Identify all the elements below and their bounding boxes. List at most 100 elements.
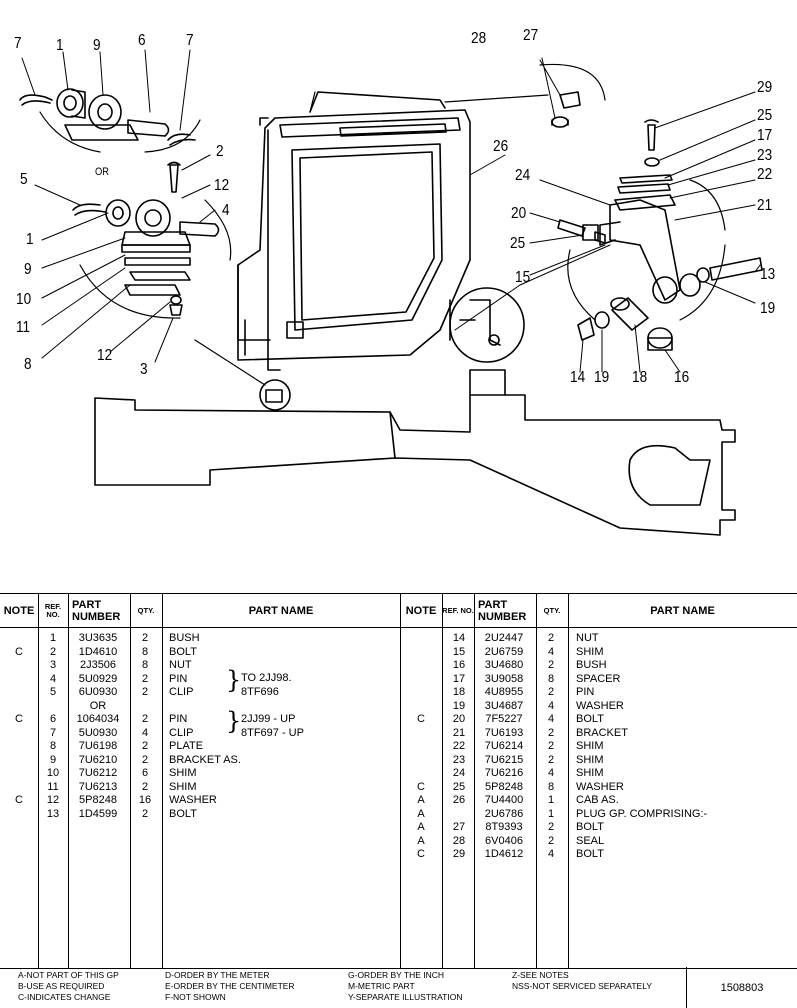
- left-row-7-note: [0, 727, 38, 741]
- callout-18: 18: [632, 369, 648, 386]
- callout-or: OR: [95, 166, 110, 178]
- right-row-6-qty: 4: [547, 713, 555, 725]
- chassis-outline: [94, 369, 736, 536]
- left-row-1-pn: 1D4610: [78, 645, 118, 658]
- right-row-10-qty: 4: [547, 767, 555, 779]
- right-row-11-name: WASHER: [576, 780, 624, 793]
- header-ref-left: REF. NO.: [44, 601, 62, 619]
- callout-9a: 9: [93, 37, 101, 54]
- left-row-6-qty: 2: [141, 713, 149, 725]
- right-row-14-note: A: [417, 821, 425, 833]
- callout-29: 29: [757, 79, 773, 96]
- right-row-13-name: PLUG GP. COMPRISING:-: [576, 807, 708, 820]
- right-row-9-ref: 23: [452, 753, 466, 766]
- right-row-14-ref: 27: [452, 821, 466, 833]
- left-row-7-pn: 5U0930: [78, 726, 118, 739]
- left-row-13-note: [0, 808, 38, 822]
- right-row-16-ref: 29: [452, 848, 466, 860]
- left-row-11-ref: 11: [47, 780, 59, 793]
- right-row-5-name: WASHER: [576, 699, 624, 712]
- left-row-3-ref: 4: [49, 672, 57, 685]
- right-mount: [557, 119, 763, 351]
- header-part-number-left: PART NUMBER: [72, 598, 121, 623]
- right-row-12-qty: 1: [547, 794, 555, 806]
- callout-25a: 25: [757, 107, 773, 124]
- right-row-7-name: BRACKET: [576, 726, 628, 739]
- exploded-view-drawing: 7 1 9 6 7 OR 2 5 12 4 1 9 10 11 8 12 3 2…: [14, 28, 775, 536]
- right-row-13-ref: [444, 808, 474, 822]
- left-row-8-qty: 2: [141, 740, 149, 752]
- header-part-name-left: PART NAME: [248, 604, 314, 617]
- right-row-2-qty: 2: [547, 659, 555, 671]
- right-row-14-name: BOLT: [576, 821, 604, 833]
- serial-bracket-2: }: [226, 707, 242, 735]
- right-row-1-qty: 4: [547, 645, 555, 658]
- right-row-16-name: BOLT: [576, 848, 604, 860]
- left-row-11-name: SHIM: [169, 780, 197, 793]
- left-row-12-pn: 5P8248: [79, 794, 117, 806]
- callout-11: 11: [16, 319, 31, 336]
- left-row-10-name: SHIM: [169, 767, 197, 779]
- callout-4: 4: [222, 202, 230, 219]
- right-row-7-ref: 21: [452, 726, 466, 739]
- right-row-3-ref: 17: [452, 672, 466, 685]
- callout-12b: 12: [97, 347, 113, 364]
- callout-7b: 7: [186, 32, 194, 49]
- right-row-1-note: [402, 646, 440, 660]
- left-row-0-note: [0, 632, 38, 646]
- right-row-15-pn: 6V0406: [485, 834, 523, 847]
- right-row-9-name: SHIM: [576, 753, 604, 766]
- right-row-15-name: SEAL: [576, 834, 605, 847]
- left-row-4-ref: 5: [49, 686, 57, 698]
- right-row-13-note: A: [417, 807, 425, 820]
- callout-19b: 19: [594, 369, 610, 386]
- right-row-15-qty: 2: [547, 834, 555, 847]
- left-row-11-qty: 2: [141, 780, 149, 793]
- right-row-0-note: [402, 632, 440, 646]
- callout-1b: 1: [26, 231, 34, 248]
- left-row-2-name: NUT: [169, 659, 192, 671]
- right-row-1-ref: 15: [452, 645, 466, 658]
- right-row-8-ref: 22: [452, 740, 466, 752]
- callout-10: 10: [16, 291, 32, 308]
- left-row-3-name: PIN: [169, 672, 188, 685]
- right-row-8-pn: 7U6214: [484, 740, 524, 752]
- right-row-4-pn: 4U8955: [484, 686, 524, 698]
- right-row-0-name: NUT: [576, 632, 599, 644]
- right-row-10-note: [402, 767, 440, 781]
- right-row-8-note: [402, 740, 440, 754]
- left-row-0-name: BUSH: [169, 632, 200, 644]
- left-row-7-qty: 4: [141, 726, 149, 739]
- serial-note-2: 2JJ99 - UP 8TF697 - UP: [241, 713, 304, 739]
- right-row-5-ref: 19: [452, 699, 466, 712]
- left-row-13-name: BOLT: [169, 807, 197, 820]
- header-ref-right: REF. NO.: [442, 605, 474, 615]
- right-row-15-ref: 28: [452, 834, 466, 847]
- callout-22: 22: [757, 166, 773, 183]
- right-row-10-pn: 7U6216: [484, 767, 524, 779]
- left-row-13-pn: 1D4599: [78, 807, 118, 820]
- right-row-9-qty: 2: [547, 753, 555, 766]
- right-row-12-ref: 26: [452, 794, 466, 806]
- left-row-2-pn: 2J3506: [79, 659, 117, 671]
- right-row-14-pn: 8T9393: [485, 821, 523, 833]
- callout-25b: 25: [510, 235, 526, 252]
- left-row-5-qty: [132, 700, 158, 714]
- right-row-6-note: C: [417, 713, 425, 725]
- serial-bracket-1: }: [226, 666, 242, 694]
- right-row-8-qty: 2: [547, 740, 555, 752]
- right-row-2-pn: 3U4680: [484, 659, 524, 671]
- right-row-4-note: [402, 686, 440, 700]
- callout-20: 20: [511, 205, 527, 222]
- right-row-6-name: BOLT: [576, 713, 604, 725]
- left-mount-lower: [72, 161, 232, 319]
- left-row-10-pn: 7U6212: [78, 767, 118, 779]
- right-row-11-note: C: [417, 780, 425, 793]
- left-mount-upper: [19, 88, 201, 153]
- left-row-9-note: [0, 754, 38, 768]
